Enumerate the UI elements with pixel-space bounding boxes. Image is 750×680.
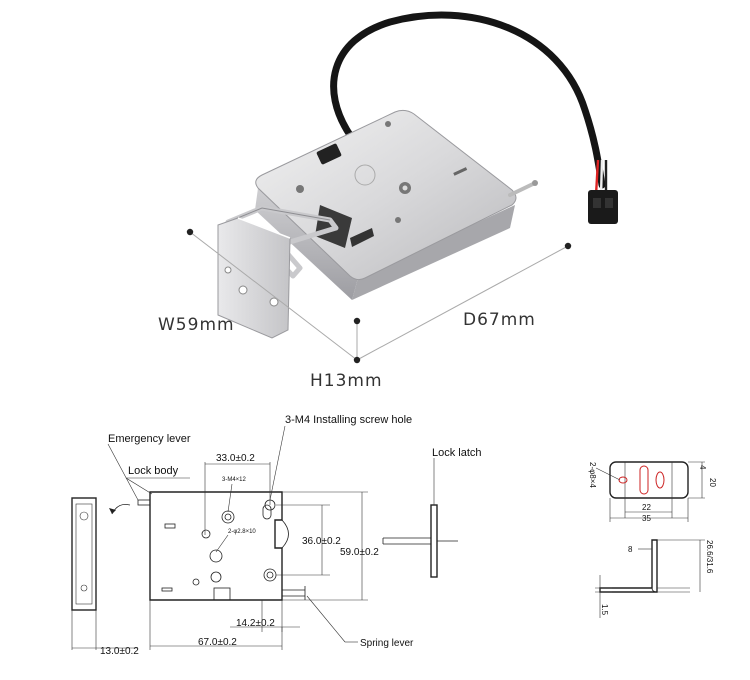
depth-label: D67mm bbox=[463, 310, 536, 330]
height-label: H13mm bbox=[310, 371, 383, 391]
dim-15: 1.5 bbox=[600, 604, 609, 616]
dim-22: 22 bbox=[642, 503, 651, 512]
arrow-icon bbox=[109, 508, 116, 514]
dimension-guides bbox=[186, 228, 572, 364]
dim-phi28: 2-φ2.8×10 bbox=[228, 529, 256, 535]
lock-body bbox=[255, 109, 517, 281]
width-label: W59mm bbox=[158, 315, 235, 335]
side-view: 13.0±0.2 bbox=[71, 497, 139, 657]
dim-14: 14.2±0.2 bbox=[236, 618, 275, 629]
front-view bbox=[137, 491, 306, 601]
label-screw-hole: 3-M4 Installing screw hole bbox=[285, 414, 412, 426]
label-lock-latch: Lock latch bbox=[432, 447, 482, 459]
callouts: Emergency lever Lock body 3-M4 Installin… bbox=[107, 414, 482, 649]
label-spring-lever: Spring lever bbox=[360, 638, 414, 649]
dim-4: 4 bbox=[698, 465, 707, 470]
lock-latch-view bbox=[382, 458, 458, 578]
dim-8: 8 bbox=[628, 545, 633, 554]
cable bbox=[330, 11, 606, 189]
dim-33: 33.0±0.2 bbox=[216, 453, 255, 464]
dim-36: 36.0±0.2 bbox=[302, 536, 341, 547]
front-dimensions: 33.0±0.2 59.0±0.2 36.0±0.2 14.2±0.2 67.0… bbox=[149, 453, 379, 650]
label-lock-body: Lock body bbox=[128, 465, 179, 477]
connector-plug bbox=[588, 190, 618, 224]
dim-m4x12: 3-M4×12 bbox=[222, 477, 247, 483]
lock-body-side bbox=[255, 188, 358, 300]
dim-13: 13.0±0.2 bbox=[100, 646, 139, 657]
technical-drawing: 13.0±0.2 bbox=[71, 414, 717, 657]
dim-holes: 2-φ8×4 bbox=[588, 462, 597, 488]
bracket-side-view: 26.6/31.6 8 1.5 bbox=[595, 539, 714, 618]
bracket-top-view: 22 35 20 4 2-φ8×4 bbox=[588, 461, 717, 523]
dim-67: 67.0±0.2 bbox=[198, 637, 237, 648]
dim-20: 20 bbox=[708, 478, 717, 487]
dim-59: 59.0±0.2 bbox=[340, 547, 379, 558]
dim-35: 35 bbox=[642, 514, 651, 523]
latch-window bbox=[316, 143, 342, 165]
dim-266: 26.6/31.6 bbox=[705, 540, 714, 574]
label-emergency-lever: Emergency lever bbox=[108, 433, 191, 445]
product-photo: W59mm D67mm H13mm bbox=[158, 11, 618, 391]
